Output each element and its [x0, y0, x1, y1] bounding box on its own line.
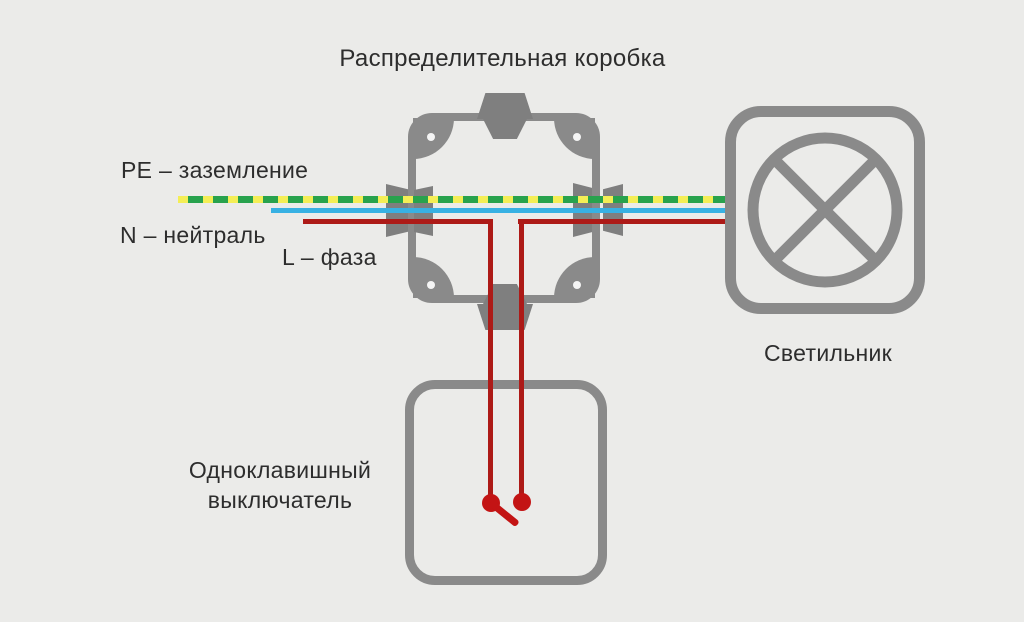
screw-icon	[427, 133, 435, 141]
screw-icon	[427, 281, 435, 289]
cable-gland-bottom	[477, 304, 533, 330]
diagram-title: Распределительная коробка	[339, 45, 666, 72]
label-switch-line2: выключатель	[207, 487, 353, 513]
label-lamp: Светильник	[764, 340, 892, 366]
lamp-icon	[747, 132, 903, 288]
cable-gland-bottom-inner	[483, 284, 527, 304]
switch-box	[405, 380, 607, 585]
pe-ground-wire	[178, 196, 725, 203]
label-neutral: N – нейтраль	[120, 222, 266, 248]
phase-wire-left	[303, 219, 493, 224]
phase-wire-right	[518, 219, 725, 224]
label-phase: L – фаза	[282, 244, 377, 270]
label-pe-ground: PE – заземление	[121, 157, 309, 183]
neutral-wire	[271, 208, 725, 213]
phase-wire-to-switch	[488, 219, 493, 503]
cable-gland-top-inner	[483, 119, 527, 139]
light-fixture	[725, 106, 925, 314]
phase-wire-from-switch	[519, 219, 524, 502]
screw-icon	[573, 281, 581, 289]
lamp-cross-line	[770, 155, 880, 265]
label-switch-line1: Одноклавишный	[188, 457, 372, 483]
cable-gland-top	[477, 93, 533, 119]
screw-icon	[573, 133, 581, 141]
lamp-circle	[747, 132, 903, 288]
switch-contact-right	[513, 493, 531, 511]
label-switch: Одноклавишный выключатель	[160, 455, 400, 515]
